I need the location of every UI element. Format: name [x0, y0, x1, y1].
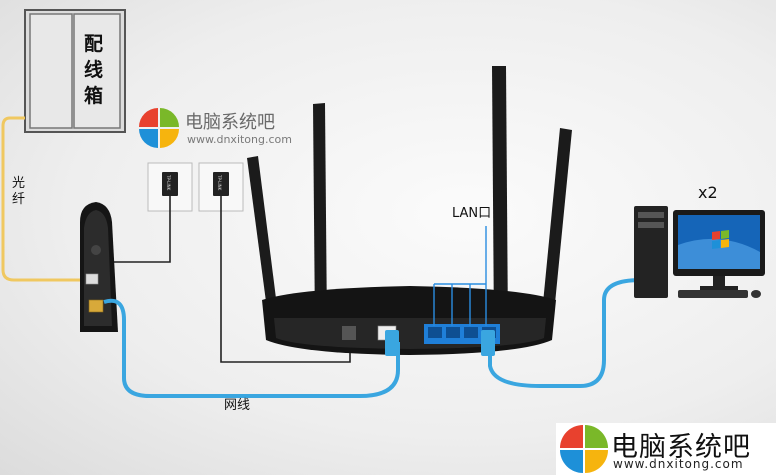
logo-blue-quadrant: [139, 129, 158, 148]
router: [262, 286, 556, 355]
desktop-computer: x2: [634, 183, 765, 298]
cabinet-label-3: 箱: [84, 84, 103, 107]
fiber-label-1: 光: [12, 176, 25, 191]
fiber-label-2: 纤: [12, 192, 25, 207]
logo-yellow-quadrant: [160, 129, 179, 148]
watermark-top-name: 电脑系统吧: [185, 112, 275, 133]
lan-label: LAN口: [452, 206, 491, 221]
modem-lan-port: [89, 300, 103, 312]
distribution-cabinet: 配 线 箱: [25, 10, 125, 132]
wan-plug: [385, 330, 399, 356]
logo-red-quadrant: [139, 108, 158, 127]
cabinet-label-2: 线: [84, 58, 103, 81]
logo-green-quadrant: [160, 108, 179, 127]
pc-mouse: [751, 290, 761, 298]
pc-count-label: x2: [698, 183, 718, 202]
wall-plate-left-text: TP-LINK: [166, 174, 171, 191]
lan-plug: [481, 330, 495, 356]
modem-fiber-port: [86, 274, 98, 284]
cabinet-label-1: 配: [84, 33, 103, 55]
optical-modem: [80, 202, 118, 332]
router-power-port: [342, 326, 356, 340]
wall-plate-right-text: TP-LINK: [217, 174, 222, 191]
watermark-top-url: www.dnxitong.com: [187, 133, 292, 146]
watermark-bottom-url: www.dnxitong.com: [613, 457, 744, 471]
watermark-bottom: 电脑系统吧 www.dnxitong.com: [556, 423, 776, 475]
logo-icon: [558, 423, 610, 475]
cable-label: 网线: [224, 398, 250, 413]
pc-keyboard: [678, 290, 748, 298]
watermark-top: 电脑系统吧 www.dnxitong.com: [139, 108, 292, 148]
pc-tower: [634, 206, 668, 298]
